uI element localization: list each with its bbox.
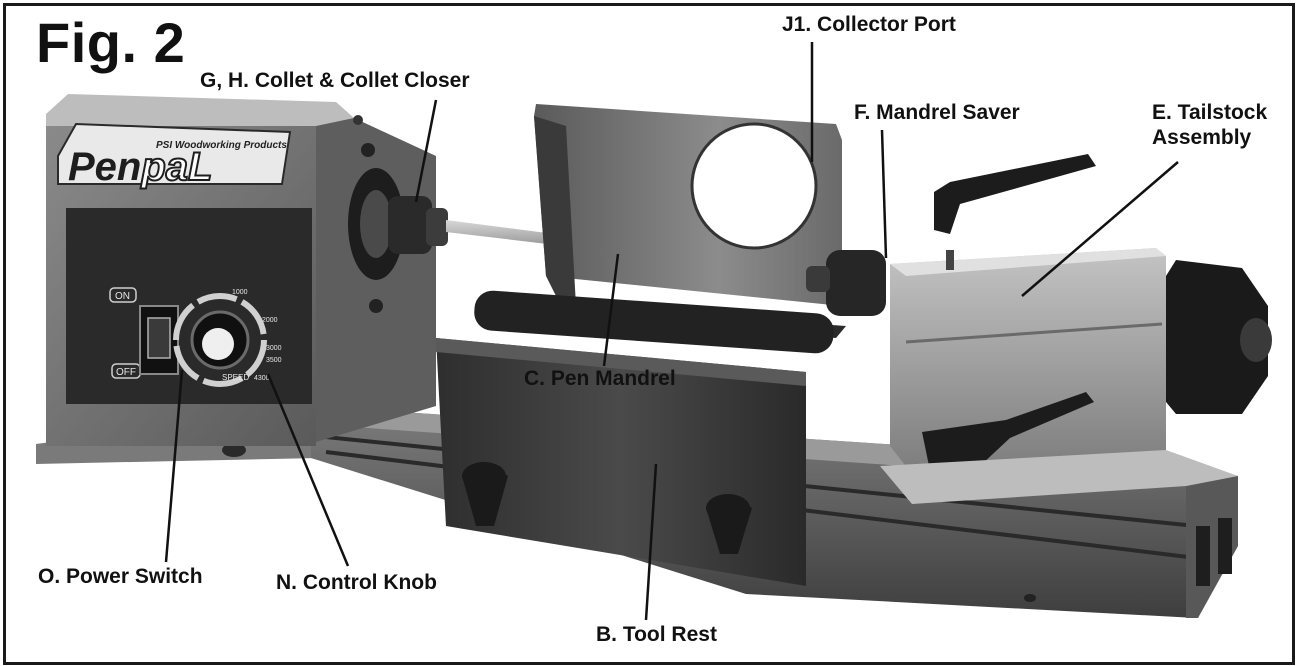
brand-tagline: PSI Woodworking Products: [156, 140, 287, 151]
figure-title: Fig. 2: [36, 11, 186, 74]
callout-power-switch: O. Power Switch: [38, 565, 203, 588]
lathe-illustration: PSI Woodworking Products PenpaL ON OFF 1…: [36, 94, 1272, 618]
leader-lines: [164, 42, 1179, 621]
base-bolt-right: [222, 443, 246, 457]
brand-plate: PSI Woodworking Products PenpaL: [57, 122, 292, 190]
tailstock-lock-lever: [934, 154, 1096, 234]
tailstock-assembly: [880, 154, 1272, 504]
callout-tailstock: E. Tailstock Assembly: [1152, 100, 1292, 150]
mandrel-saver-nose: [806, 266, 830, 292]
callout-pen-mandrel: C. Pen Mandrel: [524, 367, 676, 390]
bed-end-slot-2: [1218, 518, 1232, 574]
brand-logo: PenpaL: [68, 145, 212, 189]
leader-tool-rest: [644, 463, 658, 621]
callout-control-knob: N. Control Knob: [276, 571, 437, 594]
control-knob-cap: [202, 328, 234, 360]
callout-collet: G, H. Collet & Collet Closer: [200, 69, 470, 92]
leader-power-switch: [164, 369, 184, 563]
callout-collector-port: J1. Collector Port: [782, 13, 956, 36]
brand-logo-part2: paL: [140, 145, 212, 189]
callout-tool-rest: B. Tool Rest: [596, 623, 717, 646]
dial-scale-1: 1000: [232, 289, 248, 296]
bed-screw: [1024, 594, 1036, 602]
housing-bolt-top: [361, 143, 375, 157]
dial-scale-3: 3000: [266, 345, 282, 352]
leader-control-knob: [266, 373, 350, 567]
figure-frame: PSI Woodworking Products PenpaL ON OFF 1…: [3, 3, 1295, 665]
headstock-top: [46, 94, 354, 126]
callout-tailstock-line1: E. Tailstock: [1152, 101, 1268, 124]
tool-rest: [436, 290, 834, 586]
speed-dial-ring: [173, 293, 267, 387]
bed-end-slot-1: [1196, 526, 1210, 586]
dial-caption: SPEED: [222, 373, 249, 382]
housing-bolt-corner: [353, 115, 363, 125]
mandrel-saver: [826, 250, 886, 316]
switch-on-label-box: [109, 287, 137, 303]
dial-scale-5: 4300: [254, 375, 270, 382]
tailstock-handwheel: [1166, 260, 1268, 414]
switch-off-label: OFF: [116, 367, 136, 378]
leader-mandrel-saver: [880, 129, 888, 259]
spindle-ring: [360, 190, 392, 258]
dial-scale-4: 3500: [266, 357, 282, 364]
housing-bolt-bottom: [369, 299, 383, 313]
dial-scale-2: 2000: [262, 317, 278, 324]
callout-tailstock-line2: Assembly: [1152, 126, 1252, 149]
callout-mandrel-saver: F. Mandrel Saver: [854, 101, 1020, 124]
power-switch-rocker: [147, 317, 171, 359]
leader-tailstock: [1021, 161, 1179, 297]
leader-pen-mandrel: [602, 253, 620, 367]
brand-logo-part1: Pen: [68, 145, 141, 189]
collector-port-opening: [690, 122, 818, 250]
collet-closer: [388, 196, 432, 254]
switch-on-label: ON: [115, 291, 130, 302]
leader-collet: [414, 99, 438, 203]
collet: [426, 208, 448, 246]
